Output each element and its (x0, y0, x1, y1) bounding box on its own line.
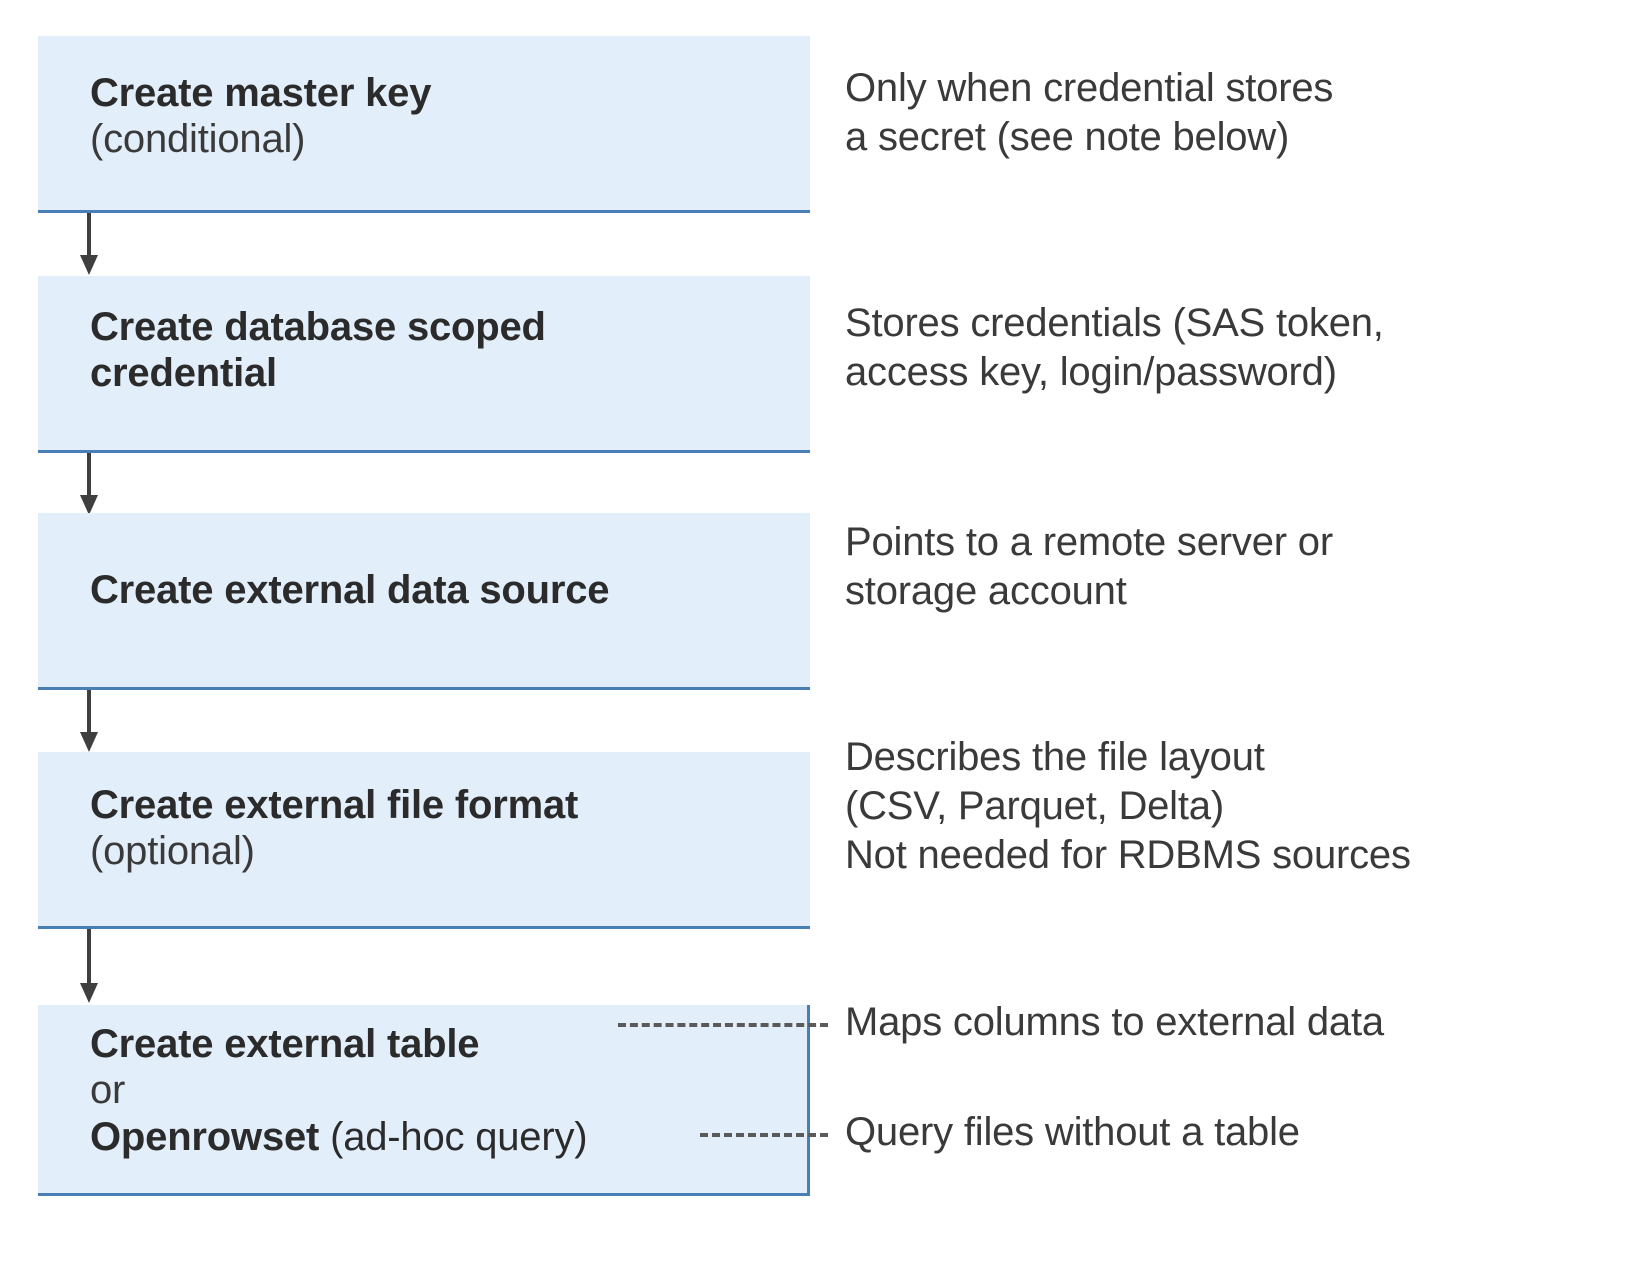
note-create-external-table: Maps columns to external data (845, 1000, 1384, 1044)
note-create-database-scoped-credential: Stores credentials (SAS token, access ke… (845, 301, 1384, 394)
note-create-external-file-format: Describes the file layout (CSV, Parquet,… (845, 735, 1411, 877)
final-option-one-title: Create external table (90, 1022, 480, 1066)
step-box-create-master-key[interactable]: Create master key (conditional) (38, 36, 810, 213)
step-box-create-external-file-format[interactable]: Create external file format (optional) (38, 752, 810, 929)
step-subtitle-create-external-file-format: (optional) (90, 829, 255, 874)
step-box-create-external-data-source[interactable]: Create external data source (38, 513, 810, 690)
note-create-external-data-source: Points to a remote server or storage acc… (845, 520, 1333, 613)
note-openrowset: Query files without a table (845, 1110, 1300, 1154)
step-box-create-external-table-or-openrowset[interactable]: Create external table or Openrowset (ad-… (38, 1005, 810, 1196)
final-option-two-title: Openrowset (ad-hoc query) (90, 1114, 793, 1160)
step-title-create-master-key: Create master key (90, 71, 432, 115)
dashed-connector-external-table (618, 1023, 828, 1027)
step-title-create-external-data-source: Create external data source (90, 568, 610, 612)
step-title-create-external-file-format: Create external file format (90, 783, 579, 827)
step-box-create-database-scoped-credential[interactable]: Create database scoped credential (38, 276, 810, 453)
arrow-step4-to-step5 (80, 929, 98, 1005)
final-option-two-suffix: (ad-hoc query) (319, 1114, 588, 1159)
arrow-step2-to-step3 (80, 453, 98, 515)
step-subtitle-create-master-key: (conditional) (90, 117, 306, 162)
note-create-master-key: Only when credential stores a secret (se… (845, 66, 1334, 159)
dashed-connector-openrowset (700, 1133, 828, 1137)
final-option-two-label: Openrowset (90, 1114, 320, 1159)
arrow-step1-to-step2 (80, 213, 98, 275)
final-connector-word: or (90, 1068, 126, 1113)
step-title-create-database-scoped-credential: Create database scoped credential (90, 305, 546, 396)
arrow-step3-to-step4 (80, 690, 98, 752)
